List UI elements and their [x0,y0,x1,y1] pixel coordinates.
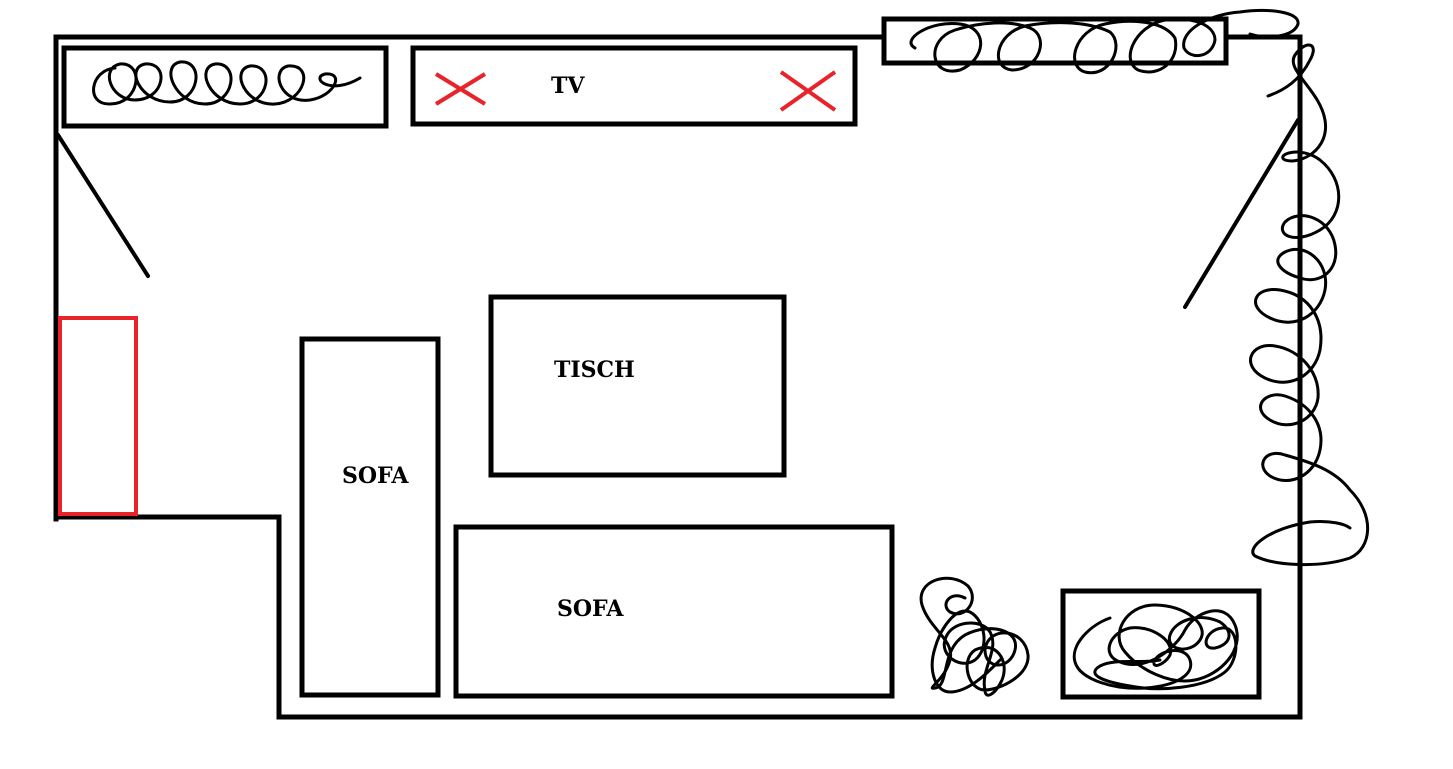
tisch-label: TISCH [554,357,635,383]
sofa-horizontal: SOFA [453,524,895,699]
plant-box-top-left [61,45,389,129]
room-outline [53,34,1303,720]
sofa-vertical: SOFA [299,336,441,698]
x-mark-left [434,72,487,106]
door-right [1183,118,1300,309]
x-mark-right [779,70,837,112]
sofa-vertical-label: SOFA [342,463,409,489]
tv-label: TV [551,73,585,99]
door-left [56,133,150,278]
plant-box-top-right [881,9,1300,75]
plant-box-bottom-right [1060,588,1262,700]
red-box-left-wall [58,316,138,516]
table-tisch: TISCH [488,294,787,478]
tv-cabinet: TV [410,45,858,127]
plant-hedge-right [1249,43,1370,566]
plant-floor-scribble [919,576,1030,697]
sofa-horizontal-label: SOFA [557,596,624,622]
